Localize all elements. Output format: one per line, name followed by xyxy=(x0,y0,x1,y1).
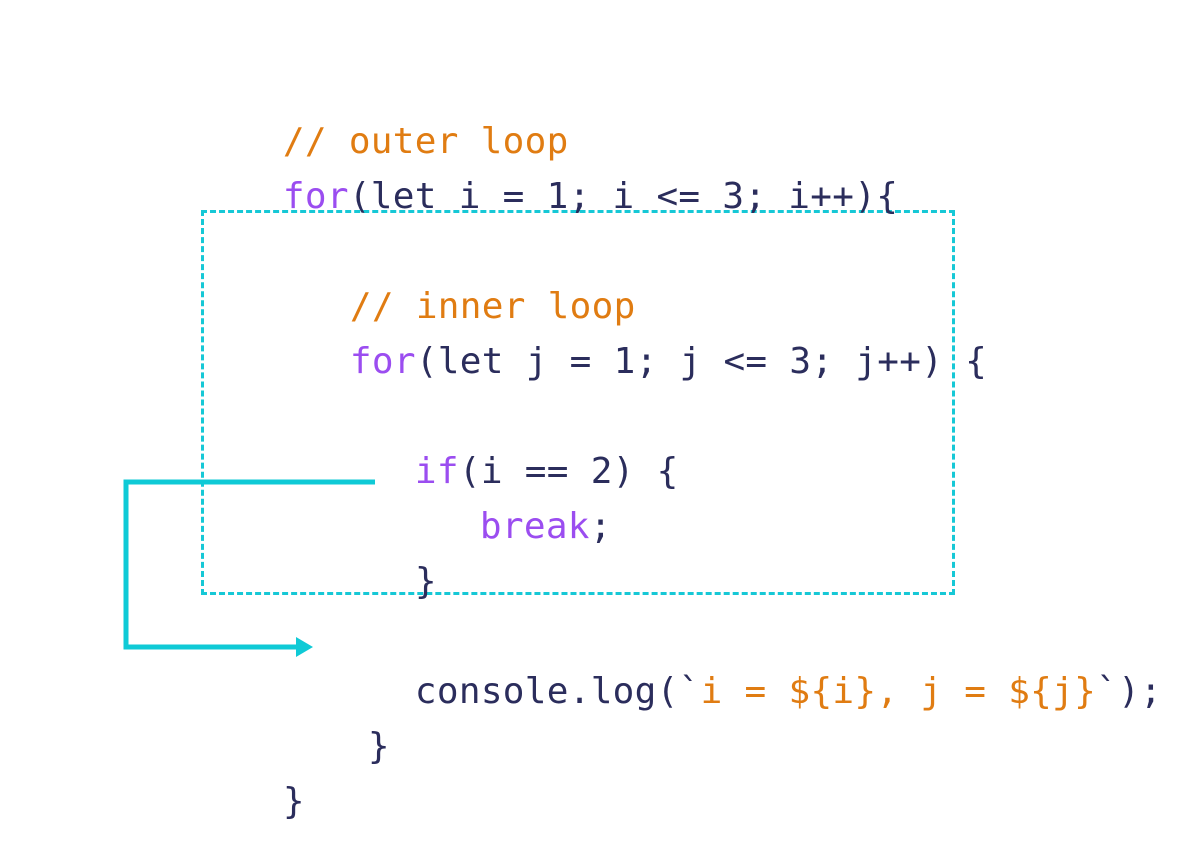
outer-for-statement: for(let i = 1; i <= 3; i++){ xyxy=(195,137,898,257)
outer-loop-close-brace: } xyxy=(195,742,305,862)
close-brace: } xyxy=(414,561,437,602)
break-keyword: break xyxy=(479,506,590,547)
for-keyword: for xyxy=(349,341,416,382)
if-condition: (i == 2) { xyxy=(458,451,679,492)
console-log-close: `); xyxy=(1096,671,1163,712)
inner-for-statement: for(let j = 1; j <= 3; j++) { xyxy=(262,302,987,422)
comment-text: // outer loop xyxy=(282,121,569,162)
comment-text: // inner loop xyxy=(349,286,636,327)
template-string: i = ${i}, j = ${j} xyxy=(700,671,1097,712)
inner-loop-close-brace: } xyxy=(280,687,390,807)
if-statement: if(i == 2) { xyxy=(327,412,679,532)
close-brace: } xyxy=(367,726,390,767)
console-log-statement: console.log(`i = ${i}, j = ${j}`); xyxy=(327,632,1162,752)
inner-loop-dashed-box xyxy=(201,210,955,595)
console-log-call: console.log(` xyxy=(414,671,701,712)
for-header: (let i = 1; i <= 3; i++){ xyxy=(348,176,899,217)
outer-loop-comment: // outer loop xyxy=(195,82,569,202)
break-statement: break; xyxy=(392,467,612,587)
close-brace: } xyxy=(282,781,305,822)
if-close-brace: } xyxy=(327,522,437,642)
semicolon: ; xyxy=(589,506,612,547)
inner-loop-comment: // inner loop xyxy=(262,247,636,367)
if-keyword: if xyxy=(414,451,459,492)
for-keyword: for xyxy=(282,176,349,217)
for-header: (let j = 1; j <= 3; j++) { xyxy=(415,341,988,382)
